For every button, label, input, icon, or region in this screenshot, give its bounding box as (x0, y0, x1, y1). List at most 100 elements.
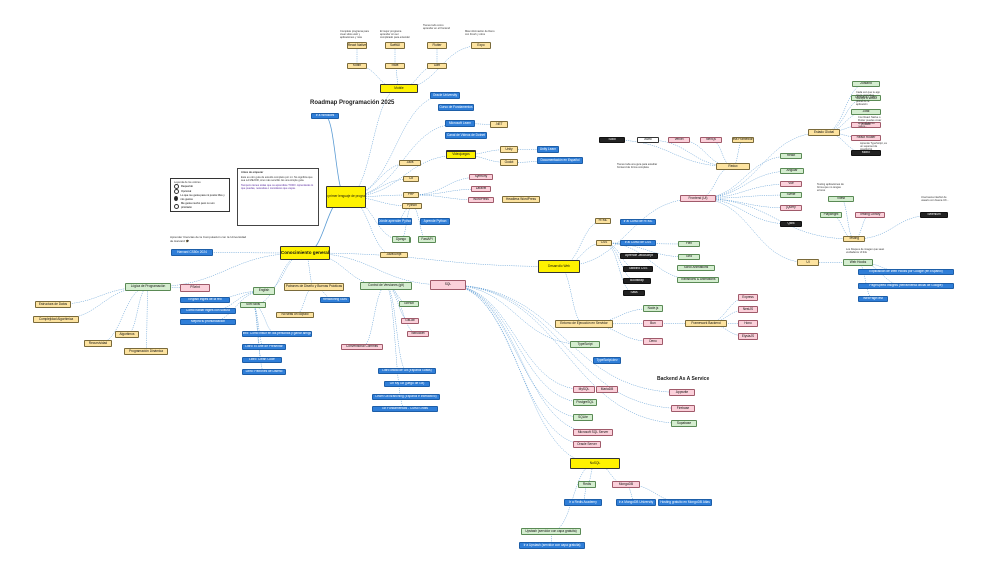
edge-patrones-to-no-seas (294, 286, 315, 316)
node-refactoring[interactable]: Refactoring Guru (320, 297, 350, 303)
node-dart: Dart (427, 63, 447, 69)
node-yo-windows[interactable]: Ir a Windows (311, 113, 339, 119)
node-react-router: React Router (851, 135, 881, 141)
node-ui3[interactable]: WebPageTest (858, 296, 888, 302)
node-gdquest[interactable]: Documentación en Español (537, 157, 583, 164)
node-oracle-db: Oracle Server (573, 441, 601, 448)
intro-text-2: Tampoco tienes todas que os aprendiste T… (241, 184, 314, 190)
edge-hub-sql-to-mysql (447, 284, 585, 390)
node-git1[interactable]: Libro oficial de Git (Español Gratis) (378, 368, 436, 374)
note-frontend: Tienes toda una guía para estudiar front… (617, 163, 658, 169)
edge-hub-sql-to-supabase (447, 284, 685, 424)
node-git2[interactable]: Oh My Git (juego de Git) (384, 381, 430, 387)
node-github: GitHub (399, 301, 419, 307)
node-git4[interactable]: Git Fundamentals - Curso Gratis (372, 406, 438, 412)
node-curso-java[interactable]: Curso de Fundamentos (438, 104, 474, 111)
node-ui2[interactable]: PageSpeed Insights (herramienta oficial … (858, 283, 954, 289)
note-ui-link: Los bloques de imagen que sean verdadero… (846, 248, 885, 254)
node-mariadb: MariaDB (596, 386, 618, 393)
node-swift: Swift (385, 63, 405, 69)
node-upstash: Upstash (servidor con capa gratuita) (521, 528, 581, 535)
edge-redux-to-solid (611, 139, 734, 167)
node-selenium: Selenium (920, 212, 948, 218)
node-elysia: ElysiaJS (738, 333, 758, 340)
node-html-curso[interactable]: Ir al Curso de HTML (620, 219, 656, 225)
node-libros3[interactable]: Libro: Clean Code (242, 357, 282, 363)
node-ui1[interactable]: Explicación de Web Hooks por Google (en … (858, 269, 954, 275)
node-xstate: XState (851, 122, 881, 128)
node-css: CSS (596, 240, 612, 246)
node-playwright: Playwright (820, 212, 842, 218)
node-mongodb: MongoDB (612, 481, 640, 488)
node-harvard[interactable]: Harvard CS50x 2024 (171, 249, 213, 256)
node-upstash-link[interactable]: Ir a Upstash (servidor con capa gratuita… (519, 542, 585, 549)
edge-hub-general-to-soft-skills (252, 252, 306, 306)
edge-soft-skills-to-libros2 (252, 304, 265, 348)
legend-item-liked: Me gusta mucho pero no son prioritario (180, 202, 215, 209)
node-libros2[interactable]: Libro: El Arte de Presentar (242, 344, 286, 350)
note-top1: Complete programa para crear sitios web … (340, 30, 369, 39)
node-wordpress: WordPress (468, 197, 494, 203)
node-html: HTML (595, 218, 611, 224)
roadmap-title: Roadmap Programación 2025 (310, 100, 395, 106)
edge-frontend-to-estado-global (697, 132, 825, 199)
legend-swatch-optional (174, 189, 179, 194)
node-nextjs: Next.js (700, 137, 722, 143)
note-mobile: Con React Native o Flutter puedes crear … (858, 116, 882, 128)
edge-logica-to-prog-dinamica (145, 286, 149, 352)
edge-frontend-to-jquery (697, 198, 792, 209)
intro-label: Antes de empezar (241, 171, 264, 174)
node-postgresql: PostgreSQL (573, 399, 597, 406)
node-csharp: C# (403, 176, 419, 182)
node-css-curso[interactable]: Ir al Curso de CSS (620, 240, 656, 246)
node-nestjs: NestJS (738, 306, 758, 313)
node-canal-dotnet[interactable]: Canal de Videos de Dotnet (445, 132, 487, 139)
node-frontend: Frontend (UI) (680, 195, 716, 202)
note-testing-note: Testing aplicaciones de forma que no ten… (817, 183, 844, 192)
node-fw-backend: Framework Backend (685, 320, 727, 327)
node-redis-academy[interactable]: Ir a Redis Academy (564, 499, 602, 506)
edge-css-to-grid (603, 242, 690, 258)
node-react-native: React Native (347, 42, 367, 49)
edge-testing-to-vitest (840, 198, 855, 240)
edge-frontend-to-qwik (697, 198, 792, 225)
node-symfony: Symfony (469, 174, 493, 180)
node-ingles3[interactable]: Mejora tu pronunciación (180, 319, 236, 325)
note-ts: Aprende TypeScript, es un superset de Ja… (860, 142, 887, 151)
node-flutter: Flutter (427, 42, 447, 49)
edge-hub-sql-to-sqlite (447, 284, 584, 418)
node-typescript-dev[interactable]: TypeScript.dev (593, 357, 621, 364)
node-english: English (253, 287, 275, 295)
node-bitbucket: Bitbucket (407, 331, 429, 337)
node-oracle[interactable]: Oracle University (430, 92, 460, 99)
color-legend: Leyenda de los colores Requerido Opciona… (170, 178, 230, 212)
node-no-seas: No seas un capullo (276, 312, 314, 318)
node-hub-web: Desarrollo Web (538, 260, 580, 273)
node-zustand: Zustand (852, 81, 880, 87)
node-pythontutorial[interactable]: ¿Dónde aprender Python? (378, 218, 412, 225)
node-libros1[interactable]: Libro: Cómo influir en las personas y ga… (242, 331, 312, 337)
node-aprendepython[interactable]: Aprende Python (420, 218, 450, 225)
node-git3[interactable]: Learn Git Branching (Español e Interacti… (372, 394, 440, 400)
node-unity-learn[interactable]: Unity Learn (537, 146, 559, 153)
node-ui: UI (797, 259, 819, 266)
edge-hub-sql-to-firebase (447, 284, 684, 409)
node-ingles2[interactable]: Cómo hablar inglés con soltura (180, 308, 236, 314)
node-mongodb-hola[interactable]: Hosting gratuito en MongoDB Atlas (658, 499, 712, 506)
node-ingles1[interactable]: English Inglés de la red (180, 297, 230, 303)
node-microsoft-learn[interactable]: Microsoft Learn (445, 120, 475, 127)
edge-hub-sql-to-appwrite (447, 284, 683, 393)
node-flex: Flex (678, 241, 700, 247)
node-bun: Bun (643, 320, 663, 327)
node-testing-library: Testing Library (855, 212, 885, 218)
edge-control-versiones-to-conventional (361, 285, 387, 348)
edge-frontend-to-testing (697, 198, 855, 240)
node-libros4[interactable]: Libro: Patrones de Diseño (242, 369, 286, 375)
node-qwik: Qwik (780, 221, 802, 227)
node-mongodb-univ[interactable]: Ir a MongoDB University (616, 499, 656, 506)
edge-hub-nosql-to-upstash (550, 463, 596, 532)
node-algoritmos: Algoritmos (115, 331, 139, 338)
edge-hub-general-to-hub-web (304, 252, 560, 267)
edge-hub-lenguaje-to-oracle (345, 95, 446, 198)
